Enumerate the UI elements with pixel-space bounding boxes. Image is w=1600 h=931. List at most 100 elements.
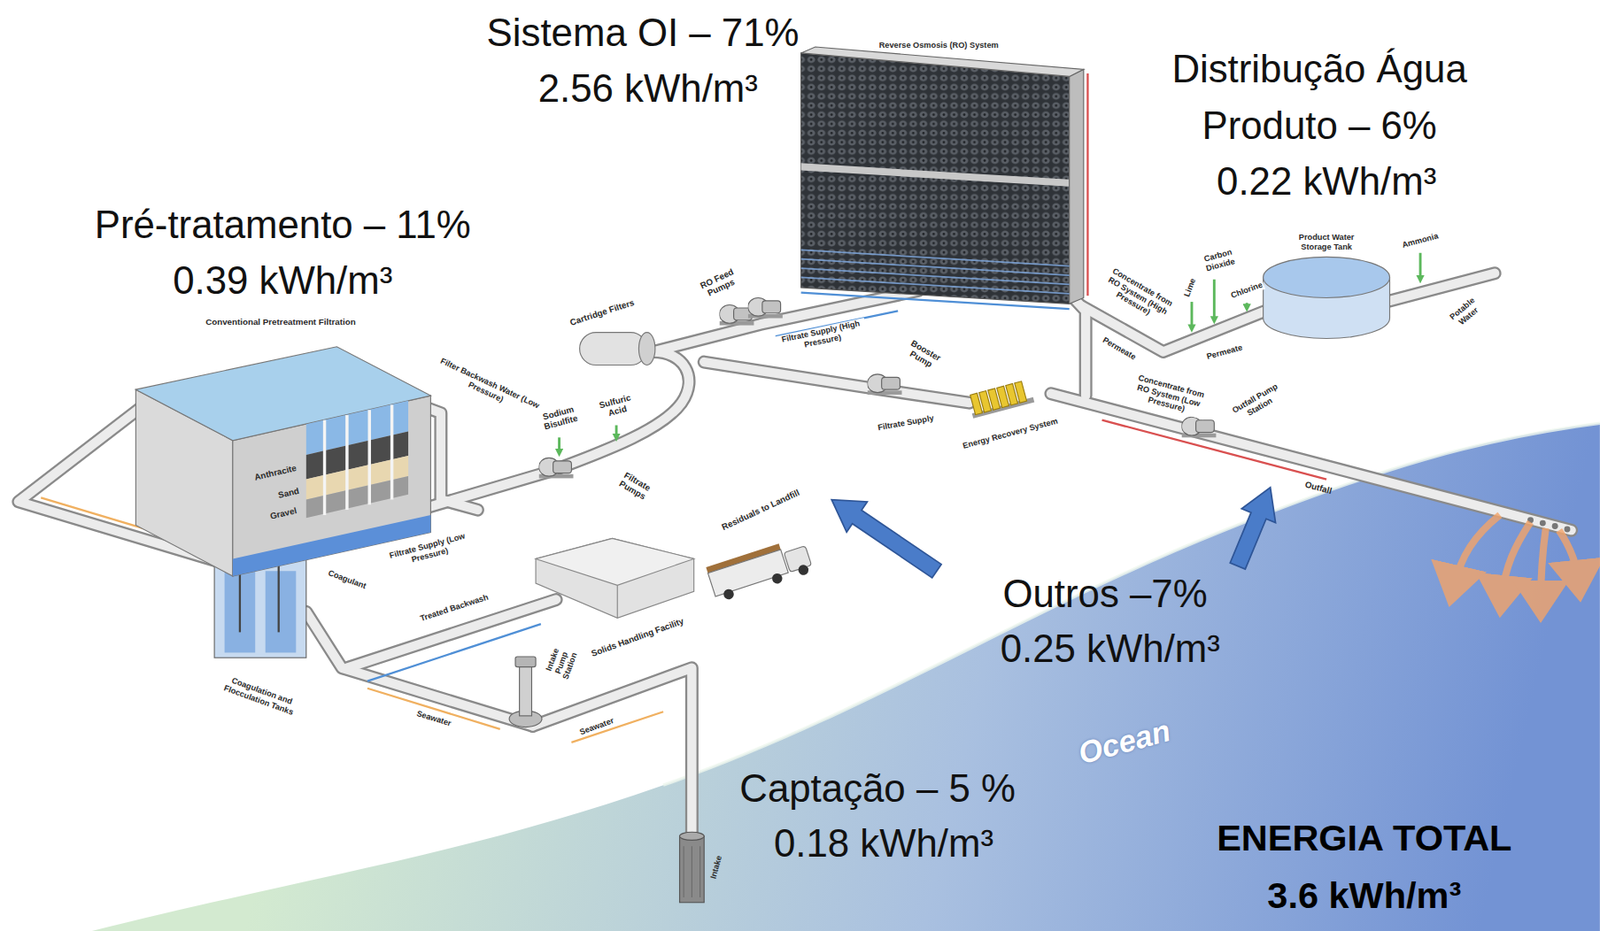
stage-share: Produto – 6% — [1201, 103, 1437, 148]
ro-rack — [801, 53, 1070, 304]
truck — [707, 549, 789, 597]
pipe-body — [533, 668, 693, 889]
part-label: Cartridge Filters — [566, 296, 637, 328]
stage-share: Distribução Água — [1171, 46, 1467, 92]
discharge-arrow — [1540, 528, 1546, 603]
truck — [705, 536, 814, 604]
stage-share: Pré-tratamento – 11% — [94, 201, 472, 247]
solids-building — [535, 538, 695, 619]
part-label: RO Feed Pumps — [692, 263, 746, 303]
pretreatment-filter — [324, 404, 393, 515]
flow-stripe — [367, 624, 542, 682]
dosing-arrow — [1190, 301, 1194, 329]
coagulation-tanks — [278, 556, 280, 633]
flow-stripe — [367, 688, 501, 730]
ro-rack — [1069, 69, 1084, 304]
part-label: Reverse Osmosis (RO) System — [877, 39, 1001, 50]
intake-screen — [680, 832, 705, 841]
energy-recovery — [966, 379, 1035, 419]
wave-crest — [663, 423, 1600, 786]
diffuser — [1564, 526, 1571, 534]
part-label: Filtrate Pumps — [608, 464, 662, 507]
discharge-arrow — [1559, 530, 1579, 582]
pipe-body — [18, 273, 1572, 889]
discharge-arrow — [1453, 515, 1579, 603]
chemical-label: Coagulant — [324, 567, 370, 592]
pump — [867, 374, 903, 395]
storage-tank — [1263, 256, 1391, 298]
discharge-arrow — [1501, 522, 1531, 597]
flow-stripe — [571, 711, 664, 743]
ro-rack — [801, 259, 1070, 276]
diffuser — [1539, 520, 1546, 527]
chemical-label: Lime — [1181, 275, 1199, 301]
part-label: Intake Pump Station — [539, 634, 583, 691]
intake-pump — [519, 663, 533, 717]
solids-building — [535, 538, 695, 586]
truck — [771, 571, 785, 586]
storage-tank — [1263, 256, 1391, 339]
total-value: 3.6 kWh/m³ — [1267, 874, 1461, 918]
chemical-label: Chlorine — [1228, 279, 1266, 302]
part-label: Booster Pump — [896, 333, 951, 376]
ro-rack — [801, 277, 1070, 294]
energy-recovery — [1014, 381, 1028, 403]
callout-arrow — [831, 500, 942, 579]
cartridge-filter — [579, 332, 656, 366]
dosing-arrow — [615, 425, 619, 438]
dosing-arrow — [557, 437, 561, 453]
ro-rack — [801, 162, 1070, 187]
pipe-body — [1051, 394, 1572, 531]
stage-energy: 0.22 kWh/m³ — [1216, 159, 1437, 204]
intake-pump — [515, 657, 536, 668]
part-label: Conventional Pretreatment Filtration — [203, 317, 358, 328]
intake-screen — [683, 846, 700, 898]
part-label: Outfall Pump Station — [1228, 381, 1286, 426]
part-label: Residuals to Landfill — [718, 486, 803, 534]
part-label: Coagulation and Flocculation Tanks — [207, 669, 313, 724]
stage-energy: 2.56 kWh/m³ — [538, 66, 758, 111]
part-label: Filtrate Supply — [875, 413, 937, 433]
pipe-outline — [533, 668, 693, 889]
stage-share: Sistema OI – 71% — [486, 10, 800, 55]
ro-rack — [801, 46, 1084, 77]
pipe-outline — [18, 273, 1572, 889]
dosing-arrow — [1245, 302, 1249, 309]
intake-screen — [680, 832, 705, 904]
solids-building — [617, 585, 619, 619]
ro-rack — [801, 268, 1070, 285]
pretreatment-filter — [135, 347, 431, 577]
discharge-arrow — [1453, 515, 1500, 588]
part-label: Solids Handling Facility — [588, 615, 688, 660]
stage-energy: 0.25 kWh/m³ — [1000, 626, 1221, 672]
ro-rack — [801, 249, 1070, 266]
pump — [748, 297, 783, 318]
ro-rack — [801, 249, 1070, 294]
part-label: Energy Recovery System — [959, 416, 1060, 452]
ro-rack — [801, 46, 1089, 310]
intake-pump — [509, 657, 542, 728]
stage-share: Outros –7% — [1002, 571, 1207, 617]
stage-energy: 0.18 kWh/m³ — [773, 821, 994, 866]
callout-arrow — [1229, 487, 1276, 570]
ro-rack — [801, 293, 1070, 310]
pump — [1181, 417, 1216, 438]
intake-screen — [680, 836, 705, 904]
pipe-outline — [1051, 394, 1572, 531]
cartridge-filter — [579, 332, 648, 366]
ocean — [92, 423, 1600, 931]
coagulation-tanks — [265, 571, 297, 653]
solids-building — [535, 538, 695, 619]
chemical-label: Sulfuric Acid — [588, 389, 645, 423]
dosing-arrow — [1419, 253, 1423, 280]
stage-energy: 0.39 kWh/m³ — [172, 258, 393, 303]
diffuser — [1552, 523, 1559, 530]
chemical-label: Ammonia — [1399, 231, 1442, 251]
part-label: Potable Water — [1442, 290, 1489, 333]
flow-stripe — [40, 310, 1327, 743]
stage-share: Captação – 5 % — [739, 766, 1016, 812]
ro-rack — [1086, 73, 1089, 296]
pump — [539, 457, 574, 479]
dosing-arrow — [559, 253, 1421, 454]
total-label: ENERGIA TOTAL — [1216, 817, 1512, 860]
